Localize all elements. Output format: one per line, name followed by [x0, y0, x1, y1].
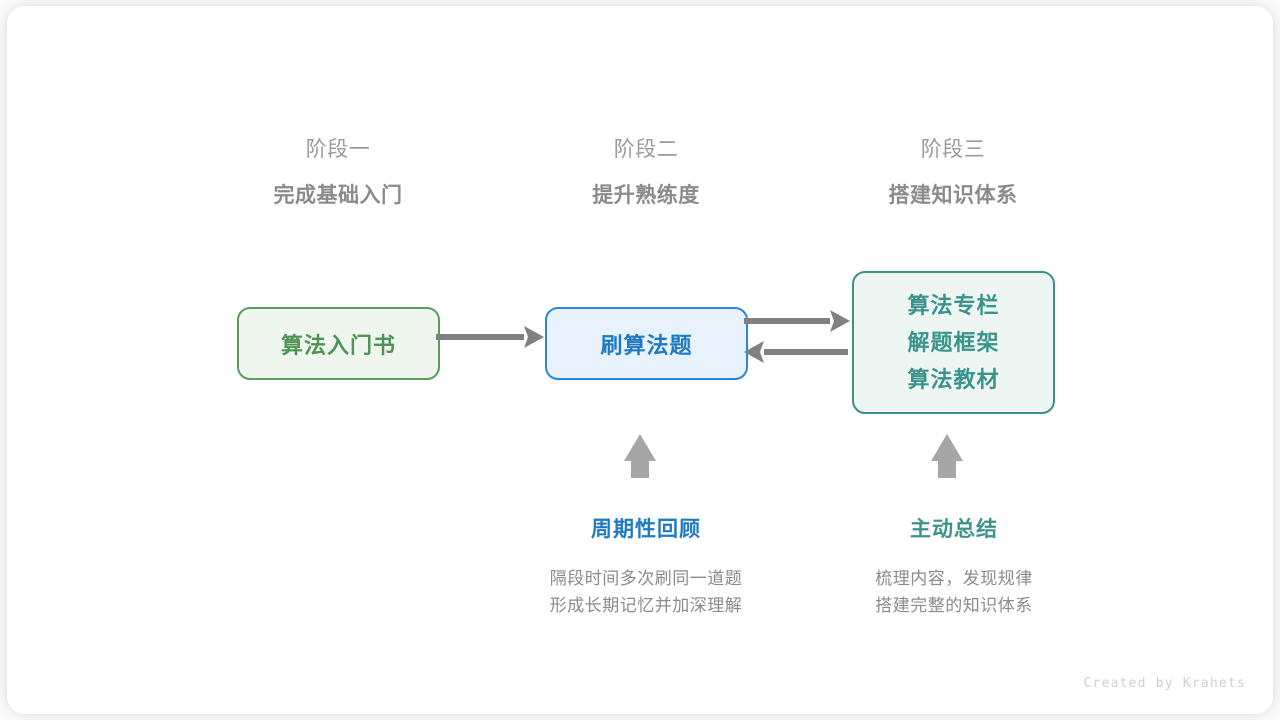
- node-label-line-2: 解题框架: [907, 330, 1000, 355]
- stage-phase-label: 阶段三: [920, 138, 986, 161]
- annotation-active-summary: 主动总结 梳理内容，发现规律 搭建完整的知识体系: [804, 515, 1104, 619]
- diagram-card: 阶段一 完成基础入门 阶段二 提升熟练度 阶段三 搭建知识体系 算法入门书 刷算…: [7, 6, 1273, 714]
- annotation-desc-line-2: 形成长期记忆并加深理解: [549, 596, 743, 615]
- node-label-line-1: 算法专栏: [907, 293, 1000, 318]
- stage-header-1: 阶段一 完成基础入门: [208, 135, 468, 211]
- stage-phase-label: 阶段二: [613, 138, 679, 161]
- annotation-description: 梳理内容，发现规律 搭建完整的知识体系: [804, 565, 1104, 619]
- node-algorithm-book[interactable]: 算法入门书: [237, 307, 440, 380]
- arrow-book-to-practice: [436, 326, 544, 348]
- node-label-line-3: 算法教材: [907, 367, 1000, 392]
- annotation-desc-line-1: 隔段时间多次刷同一道题: [549, 569, 743, 588]
- stage-title-label: 搭建知识体系: [888, 184, 1018, 207]
- annotation-description: 隔段时间多次刷同一道题 形成长期记忆并加深理解: [496, 565, 796, 619]
- stage-phase-label: 阶段一: [305, 138, 371, 161]
- stage-header-3: 阶段三 搭建知识体系: [823, 135, 1083, 211]
- arrow-resources-to-practice: [744, 341, 848, 363]
- node-practice-problems[interactable]: 刷算法题: [545, 307, 748, 380]
- node-label: 算法入门书: [280, 332, 396, 358]
- footer-credit: Created by Krahets: [1083, 676, 1246, 691]
- stage-title-label: 提升熟练度: [592, 184, 700, 207]
- annotation-title: 周期性回顾: [591, 518, 701, 541]
- node-label: 刷算法题: [600, 332, 693, 358]
- annotation-title: 主动总结: [910, 518, 998, 541]
- annotation-desc-line-2: 搭建完整的知识体系: [875, 596, 1033, 615]
- arrow-practice-to-resources: [744, 310, 850, 332]
- stage-title-label: 完成基础入门: [273, 184, 403, 207]
- annotation-periodic-review: 周期性回顾 隔段时间多次刷同一道题 形成长期记忆并加深理解: [496, 515, 796, 619]
- arrow-summary-up: [931, 434, 963, 478]
- stage-header-2: 阶段二 提升熟练度: [516, 135, 776, 211]
- node-learning-resources[interactable]: 算法专栏 解题框架 算法教材: [852, 271, 1055, 414]
- arrow-review-up: [624, 434, 656, 478]
- annotation-desc-line-1: 梳理内容，发现规律: [875, 569, 1033, 588]
